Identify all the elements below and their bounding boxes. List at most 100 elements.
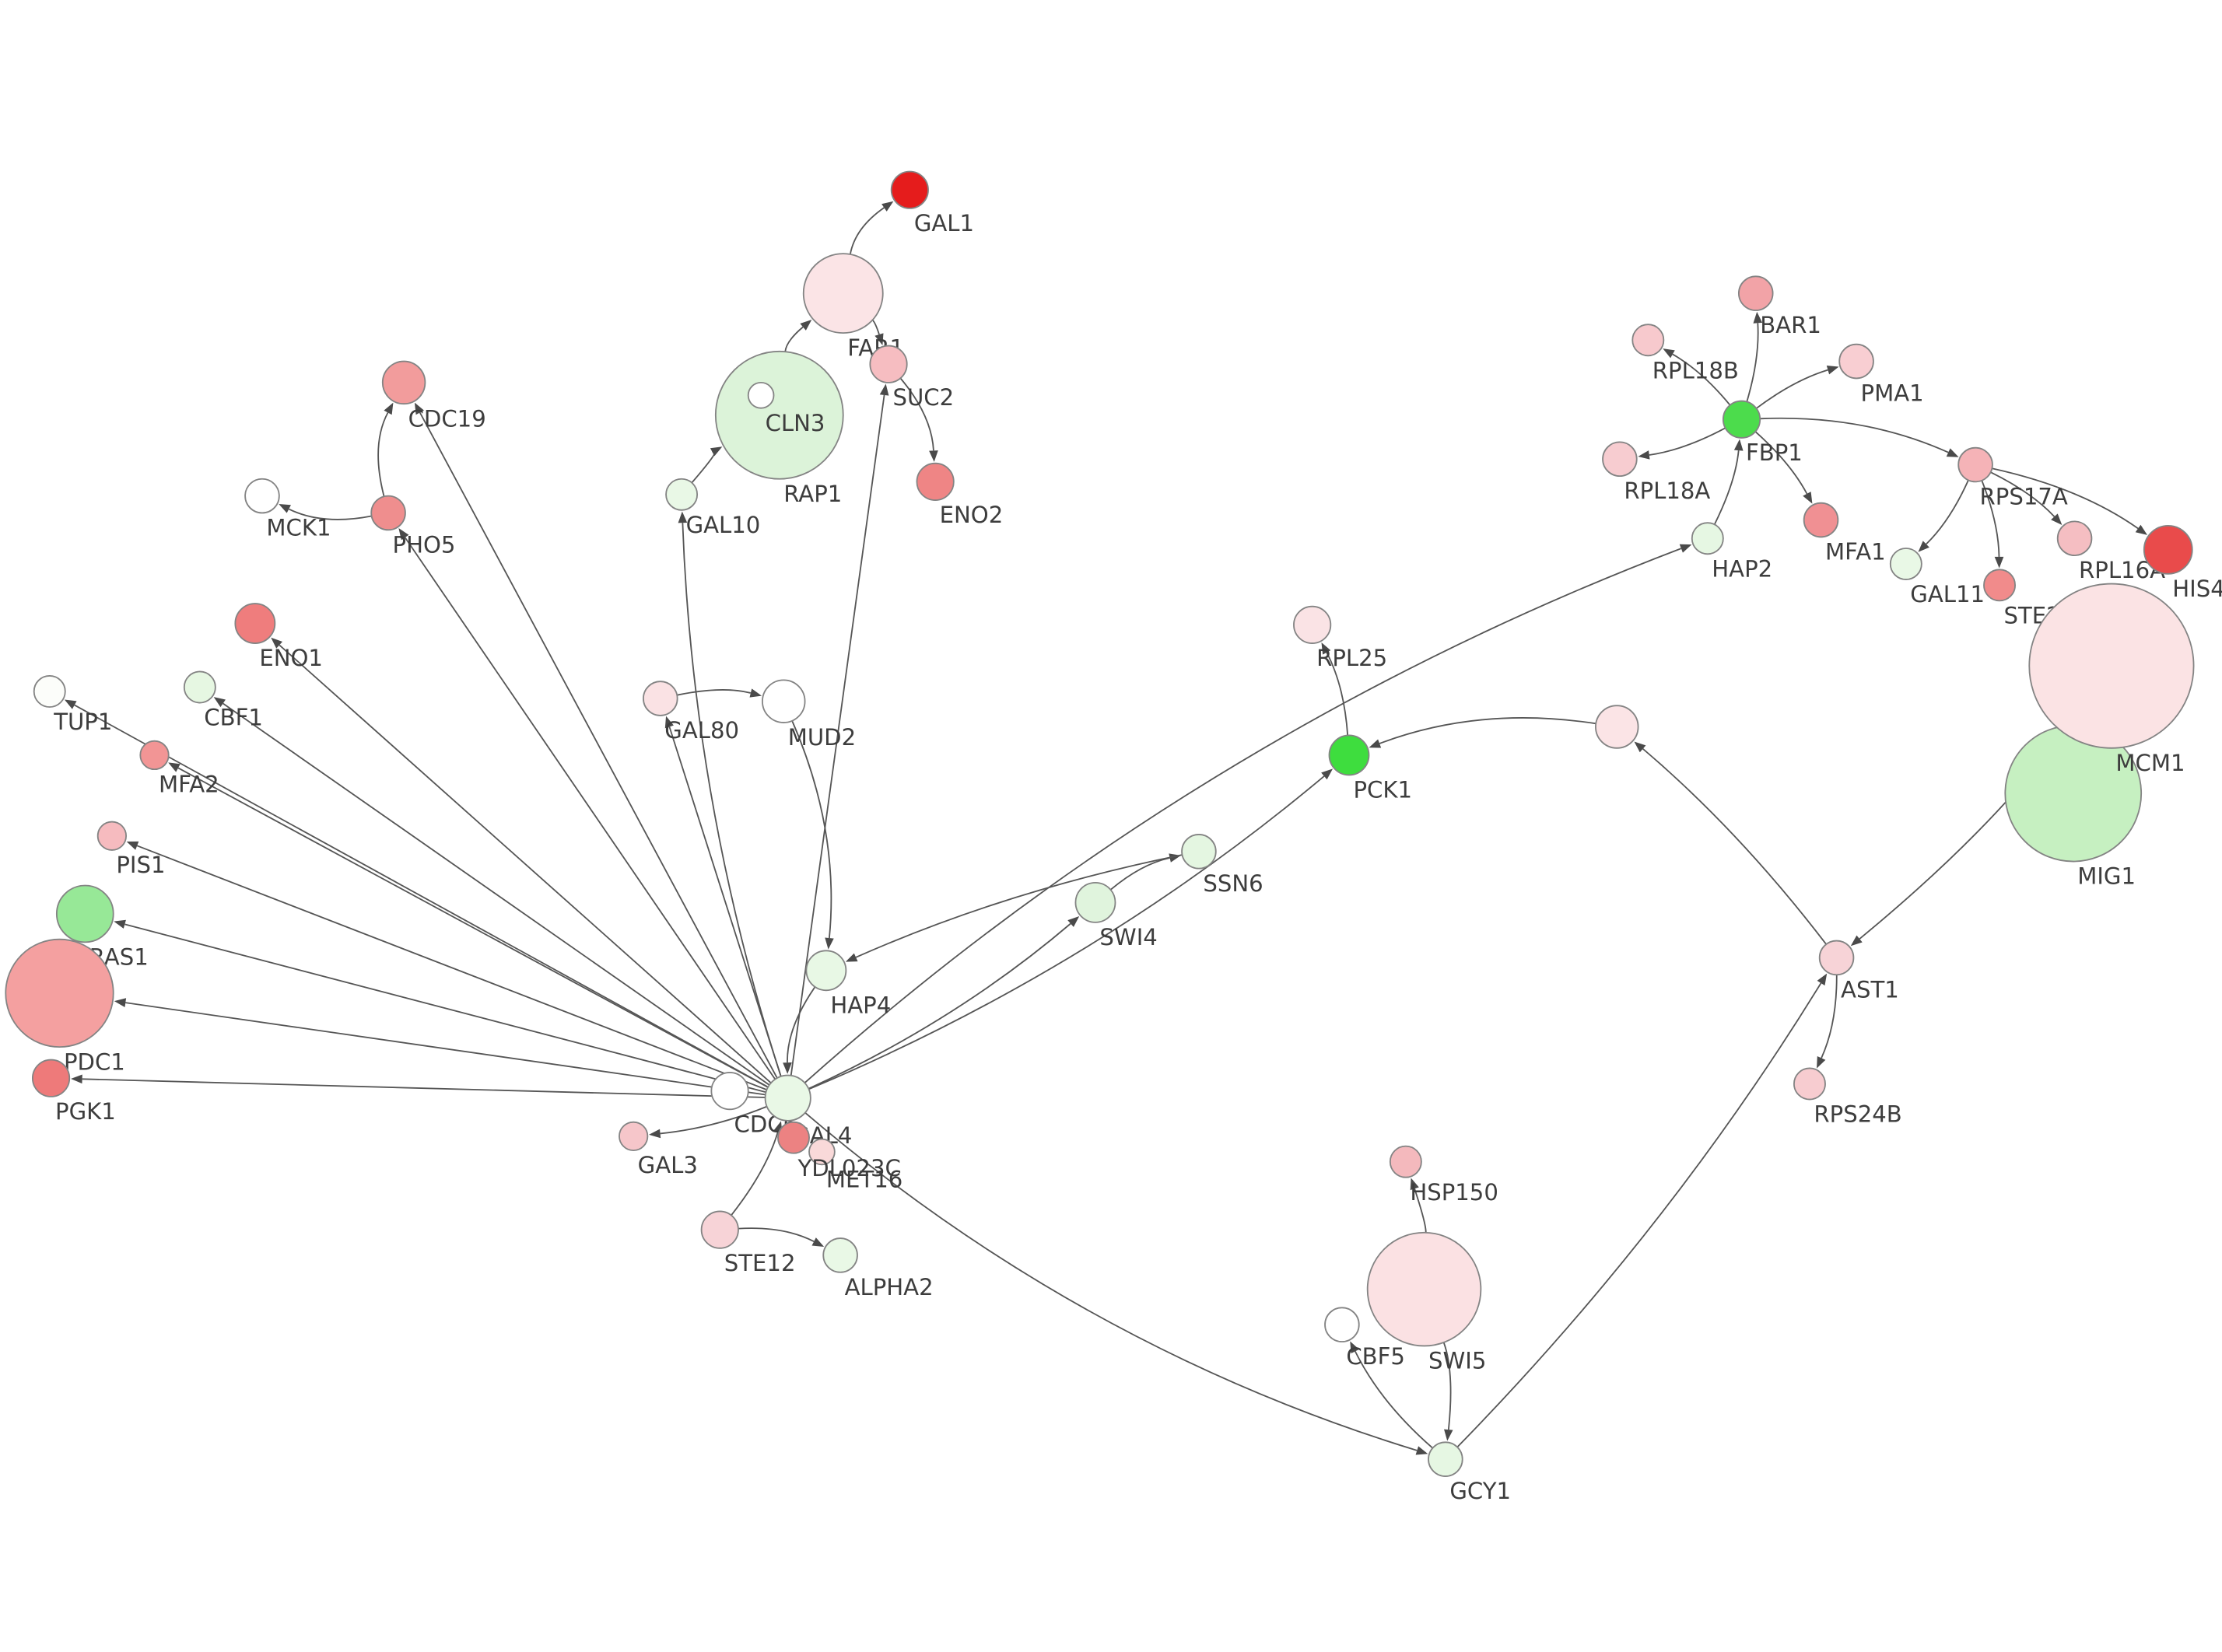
edge-swi4-ssn6[interactable]	[1109, 857, 1170, 891]
edge-rps17a-ste2[interactable]	[1981, 480, 2000, 557]
edge-rap1-far1[interactable]	[784, 326, 804, 352]
edge-fbp1-bar1[interactable]	[1746, 323, 1759, 402]
node-mck1[interactable]: MCK1	[244, 478, 331, 541]
edge-fbp1-rps17a[interactable]	[1760, 417, 1949, 453]
node-ast1[interactable]: AST1	[1818, 940, 1899, 1003]
edge-gal4-mfa2[interactable]	[177, 767, 769, 1088]
node-pgk1[interactable]: PGK1	[31, 1059, 116, 1125]
edge-hap4-gal4[interactable]	[787, 986, 816, 1063]
node-pck1[interactable]: PCK1	[1328, 734, 1412, 803]
node-eno1[interactable]: ENO1	[234, 603, 323, 671]
node-bar1[interactable]: BAR1	[1737, 275, 1821, 338]
node-eno2[interactable]: ENO2	[916, 462, 1003, 529]
node-gal3[interactable]: GAL3	[619, 1121, 698, 1179]
edge-pck1-rpl25[interactable]	[1326, 652, 1349, 736]
node-hap4[interactable]: HAP4	[805, 950, 891, 1018]
edge-ast1-rps24b[interactable]	[1821, 975, 1838, 1059]
edge-gal10-rap1[interactable]	[691, 450, 717, 484]
edge-gal4-pho5[interactable]	[404, 537, 776, 1080]
edge-suc2-eno2[interactable]	[899, 377, 934, 451]
edge-ssn6-hap4[interactable]	[855, 854, 1183, 958]
edge-gal4-gal10[interactable]	[682, 523, 782, 1077]
edge-node_u-pck1[interactable]	[1379, 717, 1596, 744]
edge-gal80-mud2[interactable]	[677, 689, 752, 696]
edge-gal4-swi4[interactable]	[808, 922, 1071, 1090]
node-swi5[interactable]: SWI5	[1366, 1231, 1487, 1374]
node-ras1[interactable]: RAS1	[55, 884, 149, 971]
edge-fbp1-mfa1[interactable]	[1754, 431, 1808, 495]
node-ydl023c[interactable]: YDL023C	[777, 1121, 901, 1181]
edge-fbp1-rpl18a[interactable]	[1649, 427, 1726, 456]
edge-hap2-fbp1[interactable]	[1713, 450, 1740, 525]
node-gal80[interactable]: GAL80	[643, 681, 739, 744]
node-far1[interactable]: FAR1	[802, 253, 904, 361]
edge-fbp1-pma1[interactable]	[1755, 369, 1828, 409]
edge-gcy1-cbf5[interactable]	[1355, 1350, 1434, 1449]
node-gcy1[interactable]: GCY1	[1428, 1441, 1511, 1504]
edge-rps17a-gal11[interactable]	[1926, 480, 1969, 545]
node-gal10[interactable]: GAL10	[665, 478, 760, 538]
edge-gal4-gal3[interactable]	[660, 1105, 768, 1135]
node-node_u[interactable]	[1595, 705, 1639, 749]
edge-gal4-cbf1[interactable]	[223, 702, 770, 1086]
node-cbf1[interactable]: CBF1	[183, 670, 263, 731]
node-cdc19[interactable]: CDC19	[381, 360, 486, 432]
edge-rps17a-his4[interactable]	[1992, 467, 2139, 530]
node-ste2[interactable]: STE2	[1983, 569, 2061, 629]
node-rap1[interactable]: RAP1	[714, 350, 844, 507]
node-mfa2[interactable]: MFA2	[139, 740, 219, 798]
node-ssn6[interactable]: SSN6	[1181, 834, 1263, 897]
node-rps24b[interactable]: RPS24B	[1793, 1067, 1902, 1128]
edge-gal4-pdc1[interactable]	[125, 1002, 766, 1096]
edge-gal4-suc2[interactable]	[790, 394, 885, 1076]
node-rpl18a[interactable]: RPL18A	[1602, 441, 1710, 504]
edge-gal4-pis1[interactable]	[136, 845, 767, 1090]
node-suc2[interactable]: SUC2	[869, 345, 954, 411]
node-tup1[interactable]: TUP1	[33, 675, 113, 735]
edge-ast1-node_u[interactable]	[1642, 748, 1827, 945]
node-pis1[interactable]: PIS1	[96, 821, 166, 879]
edge-gal4-gcy1[interactable]	[804, 1111, 1418, 1451]
edge-gal4-pck1[interactable]	[808, 775, 1325, 1090]
node-mig1[interactable]: MIG1	[2004, 724, 2143, 890]
edge-gal4-eno1[interactable]	[279, 644, 772, 1084]
node-gal1[interactable]: GAL1	[890, 170, 974, 237]
node-ste12[interactable]: STE12	[700, 1210, 796, 1276]
edge-gal4-ras1[interactable]	[124, 923, 766, 1094]
edge-gal4-hap2[interactable]	[804, 548, 1682, 1083]
edge-mud2-hap4[interactable]	[791, 720, 832, 939]
edge-gcy1-ast1[interactable]	[1456, 982, 1822, 1448]
node-mud2[interactable]: MUD2	[762, 679, 856, 751]
node-hap2[interactable]: HAP2	[1691, 522, 1772, 582]
node-gal11[interactable]: GAL11	[1889, 548, 1985, 607]
node-alpha2[interactable]: ALPHA2	[822, 1237, 934, 1300]
edge-rps17a-rpl16a[interactable]	[1990, 471, 2056, 517]
node-cln3[interactable]: CLN3	[747, 381, 825, 436]
node-met16[interactable]: MET16	[808, 1138, 902, 1193]
edge-ste12-alpha2[interactable]	[738, 1227, 815, 1243]
node-fbp1[interactable]: FBP1	[1722, 400, 1803, 467]
node-his4[interactable]: HIS4	[2143, 524, 2222, 602]
edge-ste12-gal4[interactable]	[731, 1132, 779, 1216]
node-pma1[interactable]: PMA1	[1838, 343, 1924, 407]
node-mcm1[interactable]: MCM1	[2028, 583, 2195, 776]
edge-gal4-cdc19[interactable]	[419, 411, 778, 1079]
node-rps17a[interactable]: RPS17A	[1957, 446, 2068, 510]
node-rpl18b[interactable]: RPL18B	[1631, 324, 1739, 383]
node-pdc1[interactable]: PDC1	[5, 938, 125, 1076]
edge-pho5-mck1[interactable]	[288, 508, 372, 520]
edge-far1-suc2[interactable]	[871, 319, 880, 335]
edge-fbp1-rpl18b[interactable]	[1672, 353, 1731, 406]
node-mfa1[interactable]: MFA1	[1803, 502, 1886, 565]
node-pho5[interactable]: PHO5	[370, 495, 455, 558]
edge-far1-gal1[interactable]	[849, 207, 885, 255]
node-hsp150[interactable]: HSP150	[1389, 1145, 1498, 1206]
edge-swi5-hsp150[interactable]	[1414, 1188, 1427, 1233]
node-rpl25[interactable]: RPL25	[1293, 605, 1387, 672]
edge-gal4-tup1[interactable]	[74, 704, 769, 1088]
edge-gal4-pgk1[interactable]	[82, 1078, 766, 1098]
edge-swi5-gcy1[interactable]	[1442, 1342, 1452, 1430]
node-cbf5[interactable]: CBF5	[1324, 1307, 1405, 1370]
edge-pho5-cdc19[interactable]	[377, 412, 389, 497]
